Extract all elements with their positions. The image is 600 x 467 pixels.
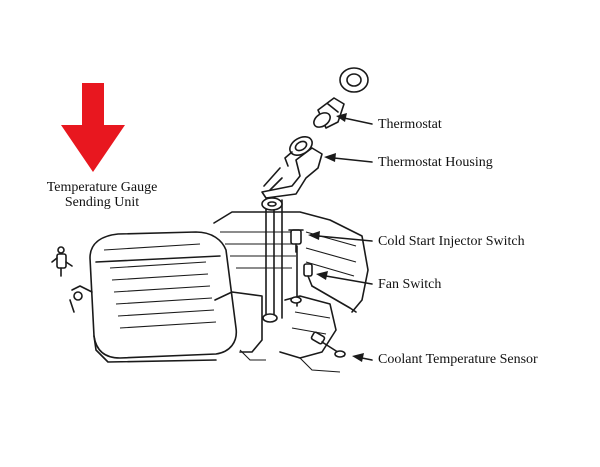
valve-cover: [69, 231, 238, 363]
mounting-studs: [262, 199, 302, 323]
label-cold-start-injector-switch: Cold Start Injector Switch: [378, 234, 525, 249]
cold-start-injector-switch: [288, 229, 304, 253]
label-fan-switch: Fan Switch: [378, 277, 442, 292]
thermostat-housing: [261, 136, 323, 211]
thermostat-part: [313, 67, 369, 129]
temp-gauge-sending-unit: [51, 246, 73, 277]
label-thermostat: Thermostat: [378, 117, 442, 132]
label-coolant-temperature-sensor: Coolant Temperature Sensor: [378, 352, 538, 367]
label-thermostat-housing: Thermostat Housing: [378, 155, 493, 170]
red-down-arrow-icon: [61, 83, 125, 172]
engine-block: [213, 211, 369, 373]
fan-switch: [303, 263, 357, 313]
coolant-temperature-sensor: [310, 331, 346, 358]
label-temp-gauge-line2: Sending Unit: [64, 195, 140, 210]
label-temp-gauge-line1: Temperature Gauge: [46, 180, 158, 195]
leader-lines: [308, 113, 373, 362]
